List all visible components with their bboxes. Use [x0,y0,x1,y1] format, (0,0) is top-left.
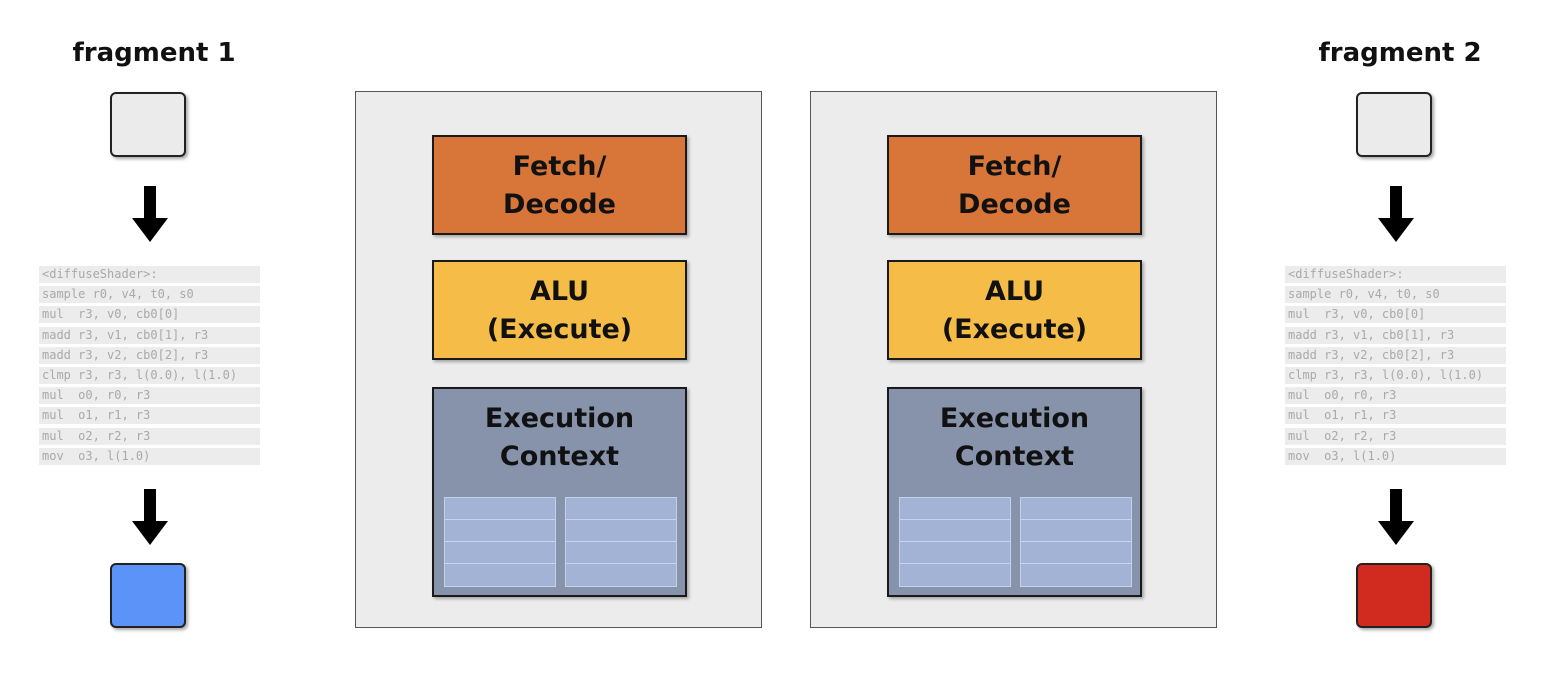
alu-label-line-1: ALU [529,276,590,307]
code-line: mul o0, r0, r3 [39,387,260,405]
core-2: Fetch/ Decode ALU (Execute) Execution Co… [810,91,1217,628]
code-line: mul o0, r0, r3 [1285,387,1506,405]
ctx-label-line-1: Execution [484,403,635,434]
fragment-1-title: fragment 1 [72,38,236,68]
code-line: mul o2, r2, r3 [1285,427,1506,445]
fragment-2-output-box [1356,563,1432,628]
fetch-label-line-1: Fetch/ [967,151,1062,182]
core-2-fetch-decode: Fetch/ Decode [887,135,1142,235]
core-2-execution-context: Execution Context [887,387,1142,597]
alu-label-line-1: ALU [984,276,1045,307]
fragment-2-input-box [1356,92,1432,157]
core-1-register-file-right [565,497,677,587]
fragment-2-down-arrow-icon-2 [1378,489,1414,545]
fragment-2-title: fragment 2 [1318,38,1482,68]
code-line: clmp r3, r3, l(0.0), l(1.0) [1285,366,1506,384]
fetch-label-line-2: Decode [503,189,616,220]
fragment-1-input-box [110,92,186,157]
code-line: clmp r3, r3, l(0.0), l(1.0) [39,366,260,384]
code-line: madd r3, v1, cb0[1], r3 [1285,326,1506,344]
fetch-label-line-1: Fetch/ [512,151,607,182]
code-line: sample r0, v4, t0, s0 [1285,286,1506,304]
fragment-1-output-box [110,563,186,628]
code-line: <diffuseShader>: [39,266,260,283]
code-line: mul o2, r2, r3 [39,427,260,445]
core-1-alu: ALU (Execute) [432,260,687,360]
fetch-label-line-2: Decode [958,189,1071,220]
core-2-alu: ALU (Execute) [887,260,1142,360]
code-line: <diffuseShader>: [1285,266,1506,283]
alu-label-line-2: (Execute) [486,314,633,345]
code-line: madd r3, v2, cb0[2], r3 [39,346,260,364]
ctx-label-line-1: Execution [939,403,1090,434]
fragment-2-shader-code: <diffuseShader>: sample r0, v4, t0, s0 m… [1285,266,1506,468]
alu-label-line-2: (Execute) [941,314,1088,345]
code-line: sample r0, v4, t0, s0 [39,286,260,304]
fragment-1-shader-code: <diffuseShader>: sample r0, v4, t0, s0 m… [39,266,260,468]
core-2-register-file-left [899,497,1011,587]
core-1-fetch-decode: Fetch/ Decode [432,135,687,235]
fragment-1-down-arrow-icon [132,186,168,242]
ctx-label-line-2: Context [954,441,1075,472]
fragment-1-down-arrow-icon-2 [132,489,168,545]
code-line: madd r3, v2, cb0[2], r3 [1285,346,1506,364]
code-line: madd r3, v1, cb0[1], r3 [39,326,260,344]
fragment-2-down-arrow-icon [1378,186,1414,242]
code-line: mov o3, l(1.0) [1285,447,1506,465]
code-line: mov o3, l(1.0) [39,447,260,465]
code-line: mul r3, v0, cb0[0] [1285,306,1506,324]
core-1: Fetch/ Decode ALU (Execute) Execution Co… [355,91,762,628]
core-1-execution-context: Execution Context [432,387,687,597]
code-line: mul o1, r1, r3 [39,407,260,425]
code-line: mul r3, v0, cb0[0] [39,306,260,324]
core-1-register-file-left [444,497,556,587]
core-2-register-file-right [1020,497,1132,587]
code-line: mul o1, r1, r3 [1285,407,1506,425]
ctx-label-line-2: Context [499,441,620,472]
